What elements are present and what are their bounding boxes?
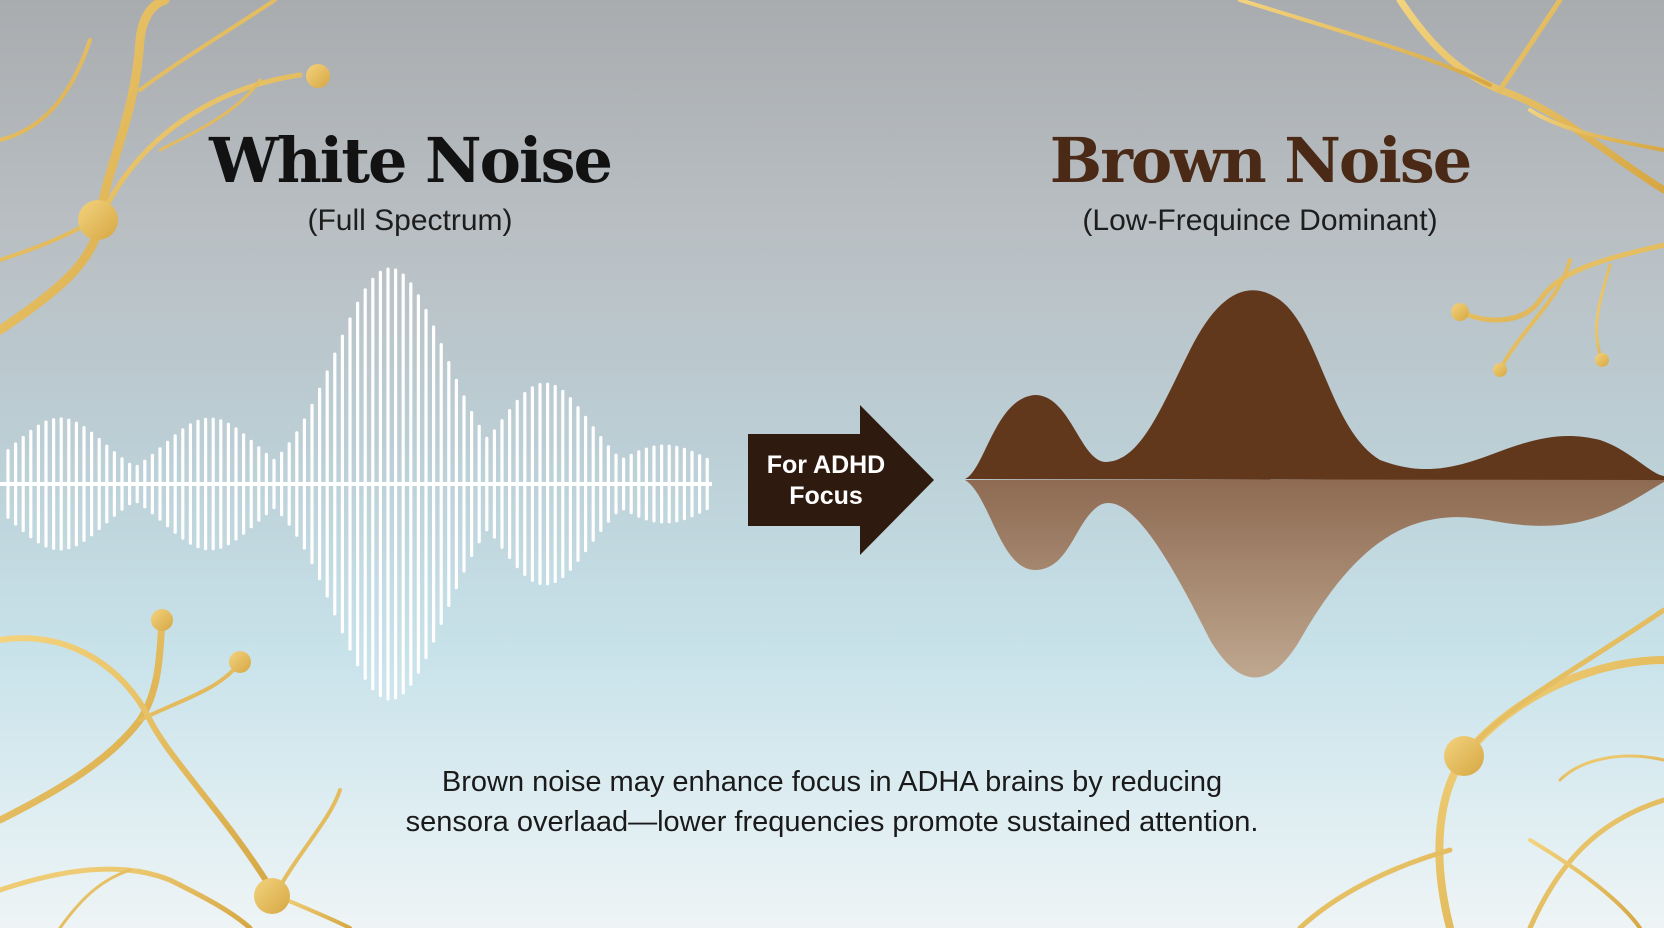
arrow-label: For ADHD Focus: [748, 450, 904, 512]
brown-noise-title: Brown Noise: [1049, 124, 1472, 197]
brown-noise-reflection: [965, 479, 1664, 678]
arrow-label-line1: For ADHD: [766, 451, 886, 479]
caption-line2: sensora overlaad—lower frequencies promo…: [405, 806, 1259, 838]
caption: Brown noise may enhance focus in ADHA br…: [330, 762, 1334, 842]
white-noise-title: White Noise: [209, 124, 613, 197]
white-noise-subtitle: (Full Spectrum): [307, 204, 513, 237]
arrow-label-line2: Focus: [789, 482, 863, 510]
brown-noise-peaks: [965, 290, 1664, 480]
brown-noise-subtitle: (Low-Frequince Dominant): [1082, 204, 1438, 237]
caption-line1: Brown noise may enhance focus in ADHA br…: [441, 766, 1223, 798]
